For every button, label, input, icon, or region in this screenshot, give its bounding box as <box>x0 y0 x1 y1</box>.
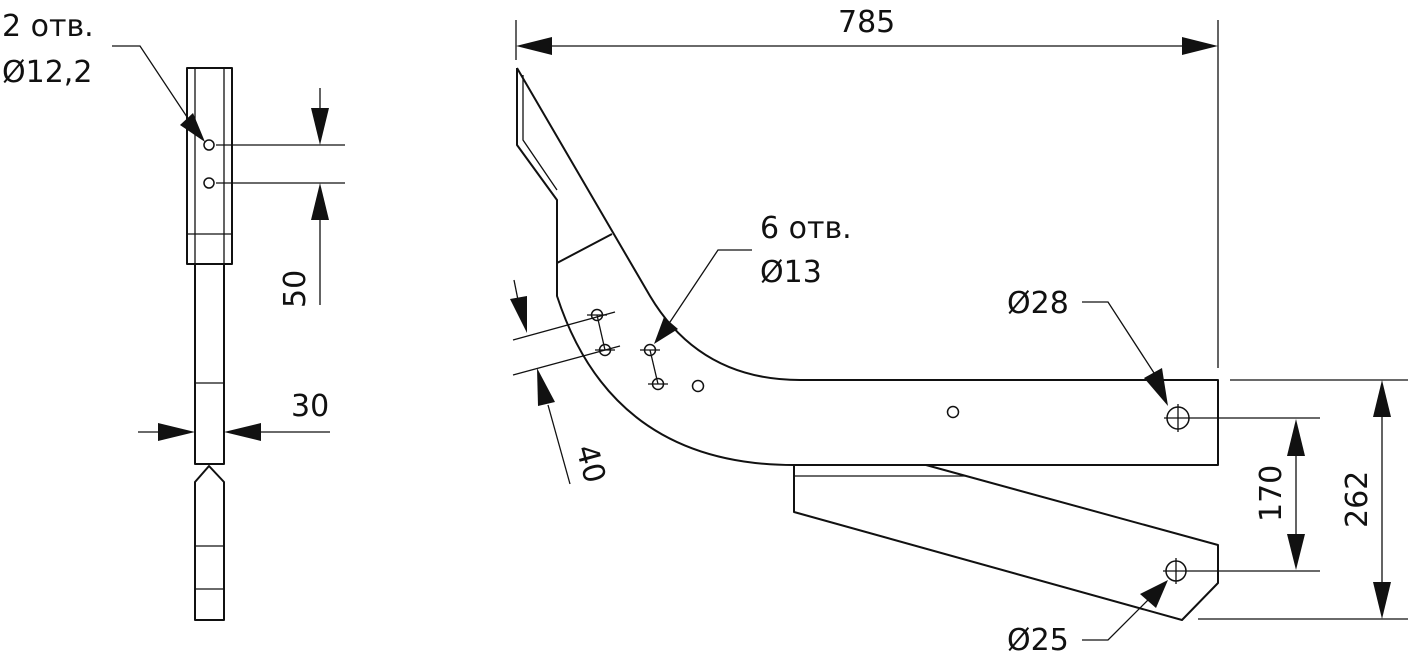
dim-40-line-bottom <box>547 404 571 485</box>
main-view: 785 6 отв. Ø13 Ø28 Ø25 40 170 262 <box>510 5 1408 658</box>
knife-tip-inner <box>522 75 558 191</box>
side-hole-leader-arrow <box>180 113 205 142</box>
shank-hole-6 <box>946 405 960 419</box>
knife-tip <box>516 68 613 264</box>
upper-pivot-leader-arrow <box>1144 368 1168 406</box>
shank-hole-5 <box>691 379 705 393</box>
dim-30-arrow-right <box>224 423 261 441</box>
dim-170-arrow-top <box>1287 419 1305 456</box>
dim-40-arrow-top <box>510 296 527 333</box>
side-lower-bar <box>194 465 225 621</box>
upper-pivot-label: Ø28 <box>1007 286 1069 321</box>
hole-group-leader-arrow <box>654 317 678 344</box>
dim-30-label: 30 <box>291 389 329 424</box>
side-hole-1 <box>203 139 215 151</box>
lower-arm <box>793 464 1219 621</box>
dim-40-arrow-bottom <box>537 368 555 406</box>
hole-group-note-diameter: Ø13 <box>760 255 822 290</box>
hole-pair-link <box>649 349 659 385</box>
hole-group-note-count: 6 отв. <box>760 211 852 246</box>
dim-170-arrow-bottom <box>1287 534 1305 570</box>
dim-40-ext-2 <box>512 345 621 376</box>
dim-50-arrow-top <box>311 108 329 145</box>
lower-pivot-leader <box>1082 597 1151 641</box>
dim-262-label: 262 <box>1340 471 1375 528</box>
dim-170-label: 170 <box>1254 465 1289 522</box>
side-hole-note-diameter: Ø12,2 <box>2 55 92 90</box>
hole-pair-link <box>596 314 606 351</box>
dim-785-arrow-right <box>1182 37 1218 55</box>
side-hole-leader <box>112 45 198 133</box>
dim-40-line-top <box>513 279 519 301</box>
shank-outer-edge <box>516 67 1219 466</box>
dim-50-label: 50 <box>278 270 313 308</box>
dim-40-ext-1 <box>512 311 616 341</box>
dim-785-label: 785 <box>838 5 895 40</box>
dim-40-label: 40 <box>568 441 612 487</box>
dim-262-arrow-top <box>1373 380 1391 417</box>
dim-262-arrow-bottom <box>1373 582 1391 619</box>
upper-pivot-leader <box>1082 301 1157 377</box>
hole-group-leader <box>667 249 752 326</box>
lower-pivot-label: Ø25 <box>1007 623 1069 658</box>
side-hole-2 <box>203 177 215 189</box>
dim-50-arrow-bottom <box>311 183 329 220</box>
lower-pivot-leader-arrow <box>1140 580 1168 608</box>
side-view: 2 отв. Ø12,2 50 30 <box>2 9 345 621</box>
side-bar <box>194 263 225 465</box>
side-hole-note-count: 2 отв. <box>2 9 94 44</box>
dim-30-arrow-left <box>158 423 195 441</box>
dim-785-arrow-left <box>516 37 552 55</box>
